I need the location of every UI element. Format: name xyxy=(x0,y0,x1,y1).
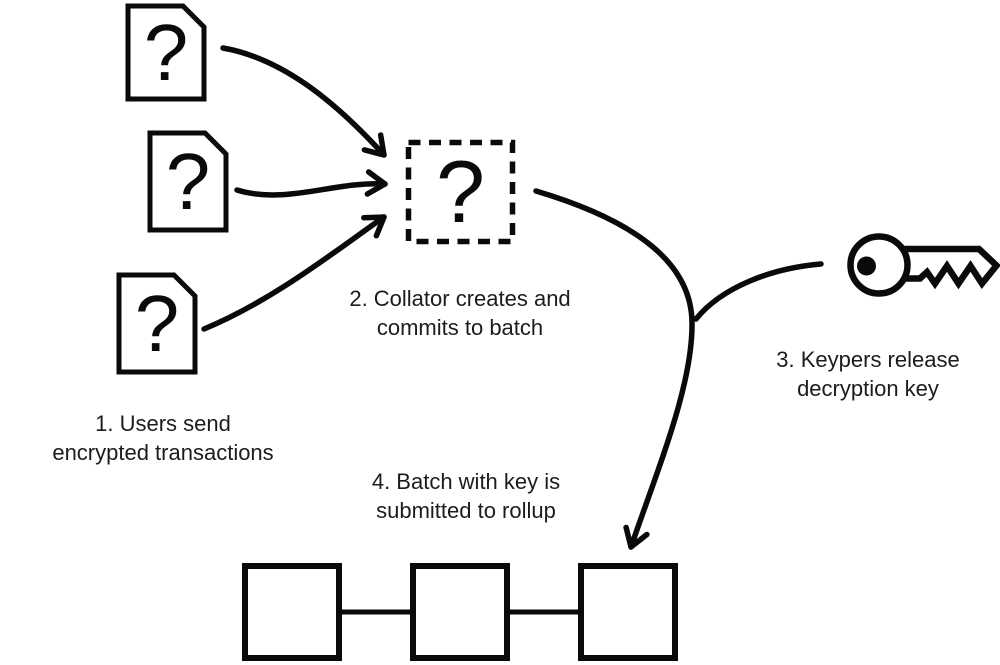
encrypted-document-icon-1 xyxy=(125,3,207,102)
step3-label-line2: decryption key xyxy=(797,376,939,401)
key-blade xyxy=(903,245,1000,290)
step1-label-line1: 1. Users send xyxy=(95,411,231,436)
key-hole-dot xyxy=(857,256,876,276)
step1-label: 1. Users send encrypted transactions xyxy=(52,409,273,467)
arrow-batch-to-rollup xyxy=(533,188,695,550)
batch-commitment-box xyxy=(405,139,516,245)
rollup-block-3 xyxy=(578,563,678,661)
rollup-block-1 xyxy=(242,563,342,661)
step3-label: 3. Keypers release decryption key xyxy=(776,345,959,403)
step4-label-line1: 4. Batch with key is xyxy=(371,469,561,494)
key-head xyxy=(847,233,911,297)
step2-label-line1: 2. Collator creates and xyxy=(349,286,571,311)
step1-label-line2: encrypted transactions xyxy=(52,440,274,465)
arrow-user3-to-collator xyxy=(201,214,387,332)
step3-label-line1: 3. Keypers release xyxy=(776,347,960,372)
step4-label-line2: submitted to rollup xyxy=(376,498,556,523)
arrow-user1-to-collator xyxy=(220,45,387,158)
rollup-block-2 xyxy=(410,563,510,661)
decryption-key-icon xyxy=(847,233,1000,297)
arrow-user2-to-collator xyxy=(234,169,388,198)
step2-label: 2. Collator creates and commits to batch xyxy=(349,284,570,342)
encrypted-document-icon-2 xyxy=(147,130,229,233)
curve-key-to-batch xyxy=(693,261,824,322)
step4-label: 4. Batch with key is submitted to rollup xyxy=(372,467,560,525)
encrypted-document-icon-3 xyxy=(116,272,198,375)
step2-label-line2: commits to batch xyxy=(376,315,544,340)
